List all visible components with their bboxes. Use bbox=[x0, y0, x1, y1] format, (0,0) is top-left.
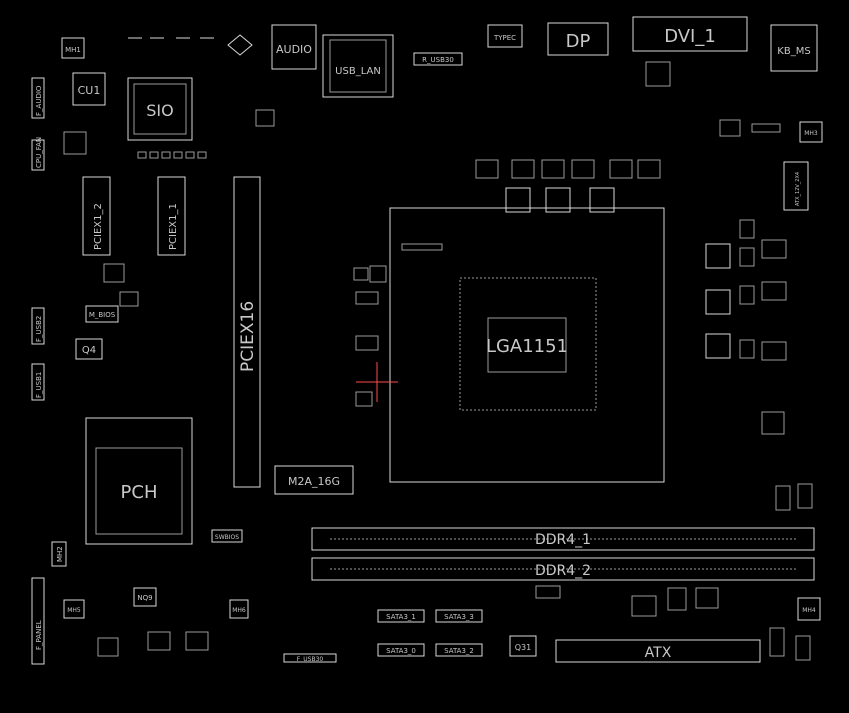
sata3-3-label: SATA3_3 bbox=[444, 613, 474, 621]
mh5-label: MH5 bbox=[67, 607, 81, 614]
atx-label: ATX bbox=[645, 645, 672, 661]
q31-label: Q31 bbox=[515, 643, 531, 652]
f-panel-label: F_PANEL bbox=[35, 620, 43, 650]
pciex16-slot: PCIEX16 bbox=[233, 176, 261, 488]
mosfet-q31: Q31 bbox=[509, 635, 537, 657]
usb-lan-label: USB_LAN bbox=[335, 66, 381, 77]
pciex1-2-slot: PCIEX1_2 bbox=[82, 176, 111, 256]
m-bios-label: M_BIOS bbox=[89, 311, 116, 319]
chip-sio: SIO bbox=[127, 77, 193, 141]
mh2-label: MH2 bbox=[56, 546, 64, 562]
f-usb30-header: F_USB30 bbox=[283, 653, 337, 663]
decorative-traces bbox=[128, 34, 253, 56]
lga-label: LGA1151 bbox=[486, 336, 568, 357]
small-components bbox=[63, 61, 813, 661]
dvi-connector: DVI_1 bbox=[632, 16, 748, 52]
audio-label: AUDIO bbox=[276, 43, 312, 56]
cu1-label: CU1 bbox=[78, 84, 101, 97]
sata3-3-port: SATA3_3 bbox=[435, 609, 483, 623]
sio-label: SIO bbox=[146, 101, 173, 120]
sata3-2-label: SATA3_2 bbox=[444, 647, 474, 655]
m-bios-chip: M_BIOS bbox=[85, 305, 119, 323]
mounting-hole-mh4: MH4 bbox=[797, 597, 821, 621]
vrm-chokes bbox=[505, 187, 731, 359]
ps2-keyboard-mouse-connector: KB_MS bbox=[770, 24, 818, 72]
pciex16-label: PCIEX16 bbox=[238, 301, 258, 372]
typec-label: TYPEC bbox=[493, 34, 516, 42]
f-audio-label: F_AUDIO bbox=[35, 85, 43, 116]
sata3-2-port: SATA3_2 bbox=[435, 643, 483, 657]
cpu-fan-label: CPU_FAN bbox=[35, 137, 43, 168]
sata3-1-port: SATA3_1 bbox=[377, 609, 425, 623]
atx-power-connector: ATX bbox=[555, 639, 761, 663]
f-usb1-label: F_USB1 bbox=[35, 372, 43, 398]
sata3-0-label: SATA3_0 bbox=[386, 647, 416, 655]
mosfet-q4: Q4 bbox=[75, 338, 103, 360]
m2a-slot: M2A_16G bbox=[274, 465, 354, 495]
ddr4-1-slot: DDR4_1 bbox=[311, 527, 815, 551]
mh6-label: MH6 bbox=[232, 607, 246, 614]
f-usb1-header: F_USB1 bbox=[31, 363, 45, 401]
ddr4-1-label: DDR4_1 bbox=[535, 532, 591, 548]
f-usb2-header: F_USB2 bbox=[31, 307, 45, 345]
chip-cu1: CU1 bbox=[72, 72, 106, 106]
kb-ms-label: KB_MS bbox=[777, 46, 810, 57]
usb-lan-connector: USB_LAN bbox=[322, 34, 394, 98]
rear-usb30-connector: R_USB30 bbox=[413, 52, 463, 66]
mounting-hole-mh3: MH3 bbox=[799, 121, 823, 143]
cpu-socket-lga1151: LGA1151 bbox=[356, 207, 665, 483]
typec-connector: TYPEC bbox=[487, 24, 523, 48]
pciex1-1-label: PCIEX1_1 bbox=[168, 203, 179, 250]
mh4-label: MH4 bbox=[802, 607, 816, 614]
mounting-hole-mh6: MH6 bbox=[229, 599, 249, 619]
dvi-label: DVI_1 bbox=[664, 26, 716, 47]
f-usb30-label: F_USB30 bbox=[297, 656, 324, 663]
f-usb2-label: F_USB2 bbox=[35, 316, 43, 342]
m2a-label: M2A_16G bbox=[288, 475, 340, 488]
bios-switch-label: SWBIOS bbox=[215, 534, 239, 541]
nq9-label: NQ9 bbox=[137, 594, 152, 602]
pch-label: PCH bbox=[121, 482, 158, 503]
audio-connector: AUDIO bbox=[271, 24, 317, 70]
mh1-label: MH1 bbox=[65, 46, 81, 54]
dp-label: DP bbox=[566, 31, 591, 52]
sata3-0-port: SATA3_0 bbox=[377, 643, 425, 657]
pch-chip: PCH bbox=[85, 417, 193, 545]
nq9-chip: NQ9 bbox=[133, 587, 157, 607]
mh3-label: MH3 bbox=[804, 130, 818, 137]
atx-12v-header: ATX_12V_2X4 bbox=[783, 161, 809, 211]
f-audio-header: F_AUDIO bbox=[31, 77, 45, 119]
mounting-hole-mh1: MH1 bbox=[61, 37, 85, 59]
displayport-connector: DP bbox=[547, 22, 609, 56]
pciex1-2-label: PCIEX1_2 bbox=[93, 203, 104, 250]
ddr4-2-slot: DDR4_2 bbox=[311, 557, 815, 581]
mounting-hole-mh2: MH2 bbox=[51, 541, 67, 567]
mounting-hole-mh5: MH5 bbox=[63, 599, 85, 619]
atx12v-label: ATX_12V_2X4 bbox=[795, 172, 801, 206]
q4-label: Q4 bbox=[82, 345, 96, 356]
bios-switch: SWBIOS bbox=[211, 529, 243, 543]
ddr4-2-label: DDR4_2 bbox=[535, 563, 591, 579]
pciex1-1-slot: PCIEX1_1 bbox=[157, 176, 186, 256]
r-usb30-label: R_USB30 bbox=[422, 56, 454, 64]
sata3-1-label: SATA3_1 bbox=[386, 613, 416, 621]
cpu-fan-header: CPU_FAN bbox=[31, 137, 45, 171]
f-panel-header: F_PANEL bbox=[31, 577, 45, 665]
